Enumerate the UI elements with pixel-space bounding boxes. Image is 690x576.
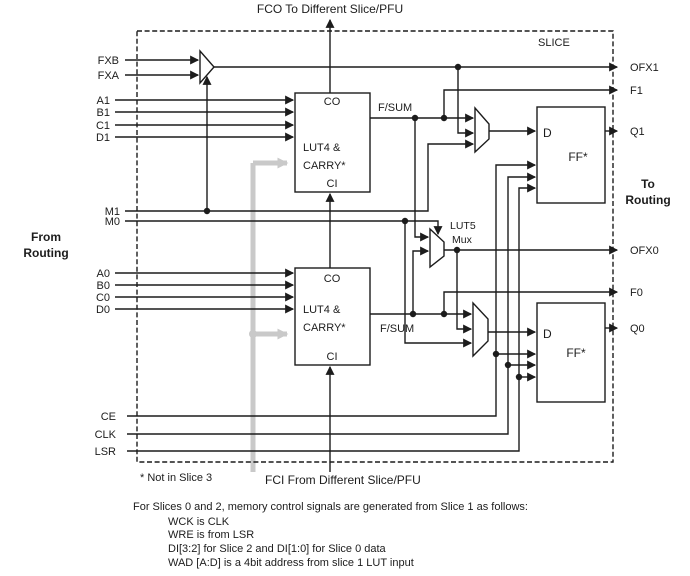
block-labels: CO LUT4 & CARRY* CI CO LUT4 & CARRY* CI …: [303, 96, 588, 363]
label-fxa: FXA: [98, 70, 120, 82]
wire-m1: [125, 139, 475, 212]
junction-dot: [492, 350, 500, 358]
label-f1: F1: [630, 85, 643, 97]
wire-clk: [127, 172, 537, 435]
label-a1: A1: [97, 95, 110, 107]
label-c0: C0: [96, 292, 110, 304]
to-routing-line1: To: [641, 177, 655, 191]
lut-upper-line2: CARRY*: [303, 160, 346, 172]
lut-upper-ci-label: CI: [327, 178, 338, 190]
label-f0: F0: [630, 287, 643, 299]
ff-upper-d-label: D: [543, 126, 552, 140]
junction-dot: [440, 310, 448, 318]
wire-m0-branch: [404, 221, 473, 348]
wires: [115, 18, 619, 472]
label-clk: CLK: [95, 429, 117, 441]
junction-dot: [453, 246, 461, 254]
input-labels: FXB FXA A1 B1 C1 D1 M1 M0 A0 B0 C0 D0 CE…: [95, 55, 120, 458]
lut4-carry-upper-block: [294, 92, 371, 193]
ff-lower-label: FF*: [566, 346, 586, 360]
fco-title: FCO To Different Slice/PFU: [257, 2, 403, 16]
note-item: WCK is CLK: [168, 516, 230, 528]
label-b0: B0: [97, 280, 110, 292]
slice-label: SLICE: [538, 37, 570, 49]
to-routing-line2: Routing: [625, 193, 670, 207]
ff-upper-label: FF*: [568, 150, 588, 164]
label-fxb: FXB: [98, 55, 119, 67]
note-item: DI[3:2] for Slice 2 and DI[1:0] for Slic…: [168, 543, 387, 555]
slice-boundary-box: [136, 30, 614, 463]
fsum-lower-label: F/SUM: [380, 323, 414, 335]
wire-ofx1-branch: [457, 67, 475, 138]
annotations: FCO To Different Slice/PFU FCI From Diff…: [23, 2, 670, 487]
label-ofx1: OFX1: [630, 62, 659, 74]
ff-lower-block: [536, 302, 606, 403]
wire-lut5-in1: [414, 118, 430, 242]
junction-dot: [504, 361, 512, 369]
fsum-upper-label: F/SUM: [378, 102, 412, 114]
label-c1: C1: [96, 120, 110, 132]
wire-lut5-in2: [412, 246, 430, 314]
label-m0: M0: [105, 216, 120, 228]
memory-path-junction-dot: [249, 330, 257, 338]
note-item: WAD [A:D] is a 4bit address from slice 1…: [168, 557, 414, 569]
label-m1: M1: [105, 206, 120, 218]
lut-lower-co-label: CO: [324, 273, 341, 285]
fci-title: FCI From Different Slice/PFU: [265, 473, 421, 487]
label-d1: D1: [96, 132, 110, 144]
wire-f0: [443, 287, 619, 314]
ff-lower-d-label: D: [543, 327, 552, 341]
ff-upper-block: [536, 106, 606, 204]
memory-control-path: [249, 157, 289, 472]
lut4-carry-lower-block: [294, 267, 371, 366]
lut-lower-ci-label: CI: [327, 351, 338, 363]
blocks: [199, 49, 606, 403]
wire-m0: [125, 220, 443, 236]
junction-dots: [203, 63, 523, 381]
footnote-not-in-slice3: * Not in Slice 3: [140, 472, 212, 484]
label-q0: Q0: [630, 323, 645, 335]
label-lsr: LSR: [95, 446, 116, 458]
output-labels: OFX1 F1 Q1 OFX0 F0 Q0: [630, 62, 659, 335]
label-b1: B1: [97, 107, 110, 119]
lut-lower-line2: CARRY*: [303, 322, 346, 334]
junction-dot: [454, 63, 462, 71]
junction-dot: [440, 114, 448, 122]
junction-dot: [515, 373, 523, 381]
wire-ce: [127, 160, 537, 417]
label-q1: Q1: [630, 126, 645, 138]
lut-upper-co-label: CO: [324, 96, 341, 108]
wire-ofx0-branch: [456, 250, 473, 334]
from-routing-line1: From: [31, 230, 61, 244]
label-ofx0: OFX0: [630, 245, 659, 257]
junction-dot: [401, 217, 409, 225]
fx-mux: [199, 49, 215, 85]
notes-block: For Slices 0 and 2, memory control signa…: [133, 501, 528, 569]
wire-f1: [443, 85, 619, 118]
from-routing-line2: Routing: [23, 246, 68, 260]
label-a0: A0: [97, 268, 110, 280]
wire-lsr: [127, 183, 537, 452]
label-d0: D0: [96, 304, 110, 316]
junction-dot: [409, 310, 417, 318]
note-item: WRE is from LSR: [168, 529, 254, 541]
lut5-mux-label-line2: Mux: [452, 234, 473, 246]
junction-dot: [411, 114, 419, 122]
notes-heading: For Slices 0 and 2, memory control signa…: [133, 501, 528, 513]
output-mux-upper: [474, 106, 490, 154]
lut5-mux: [429, 227, 445, 269]
lut-lower-line1: LUT4 &: [303, 304, 341, 316]
output-mux-lower: [472, 301, 489, 358]
lut5-mux-label-line1: LUT5: [450, 220, 476, 232]
lut-upper-line1: LUT4 &: [303, 142, 341, 154]
junction-dot: [203, 207, 211, 215]
label-ce: CE: [101, 411, 116, 423]
